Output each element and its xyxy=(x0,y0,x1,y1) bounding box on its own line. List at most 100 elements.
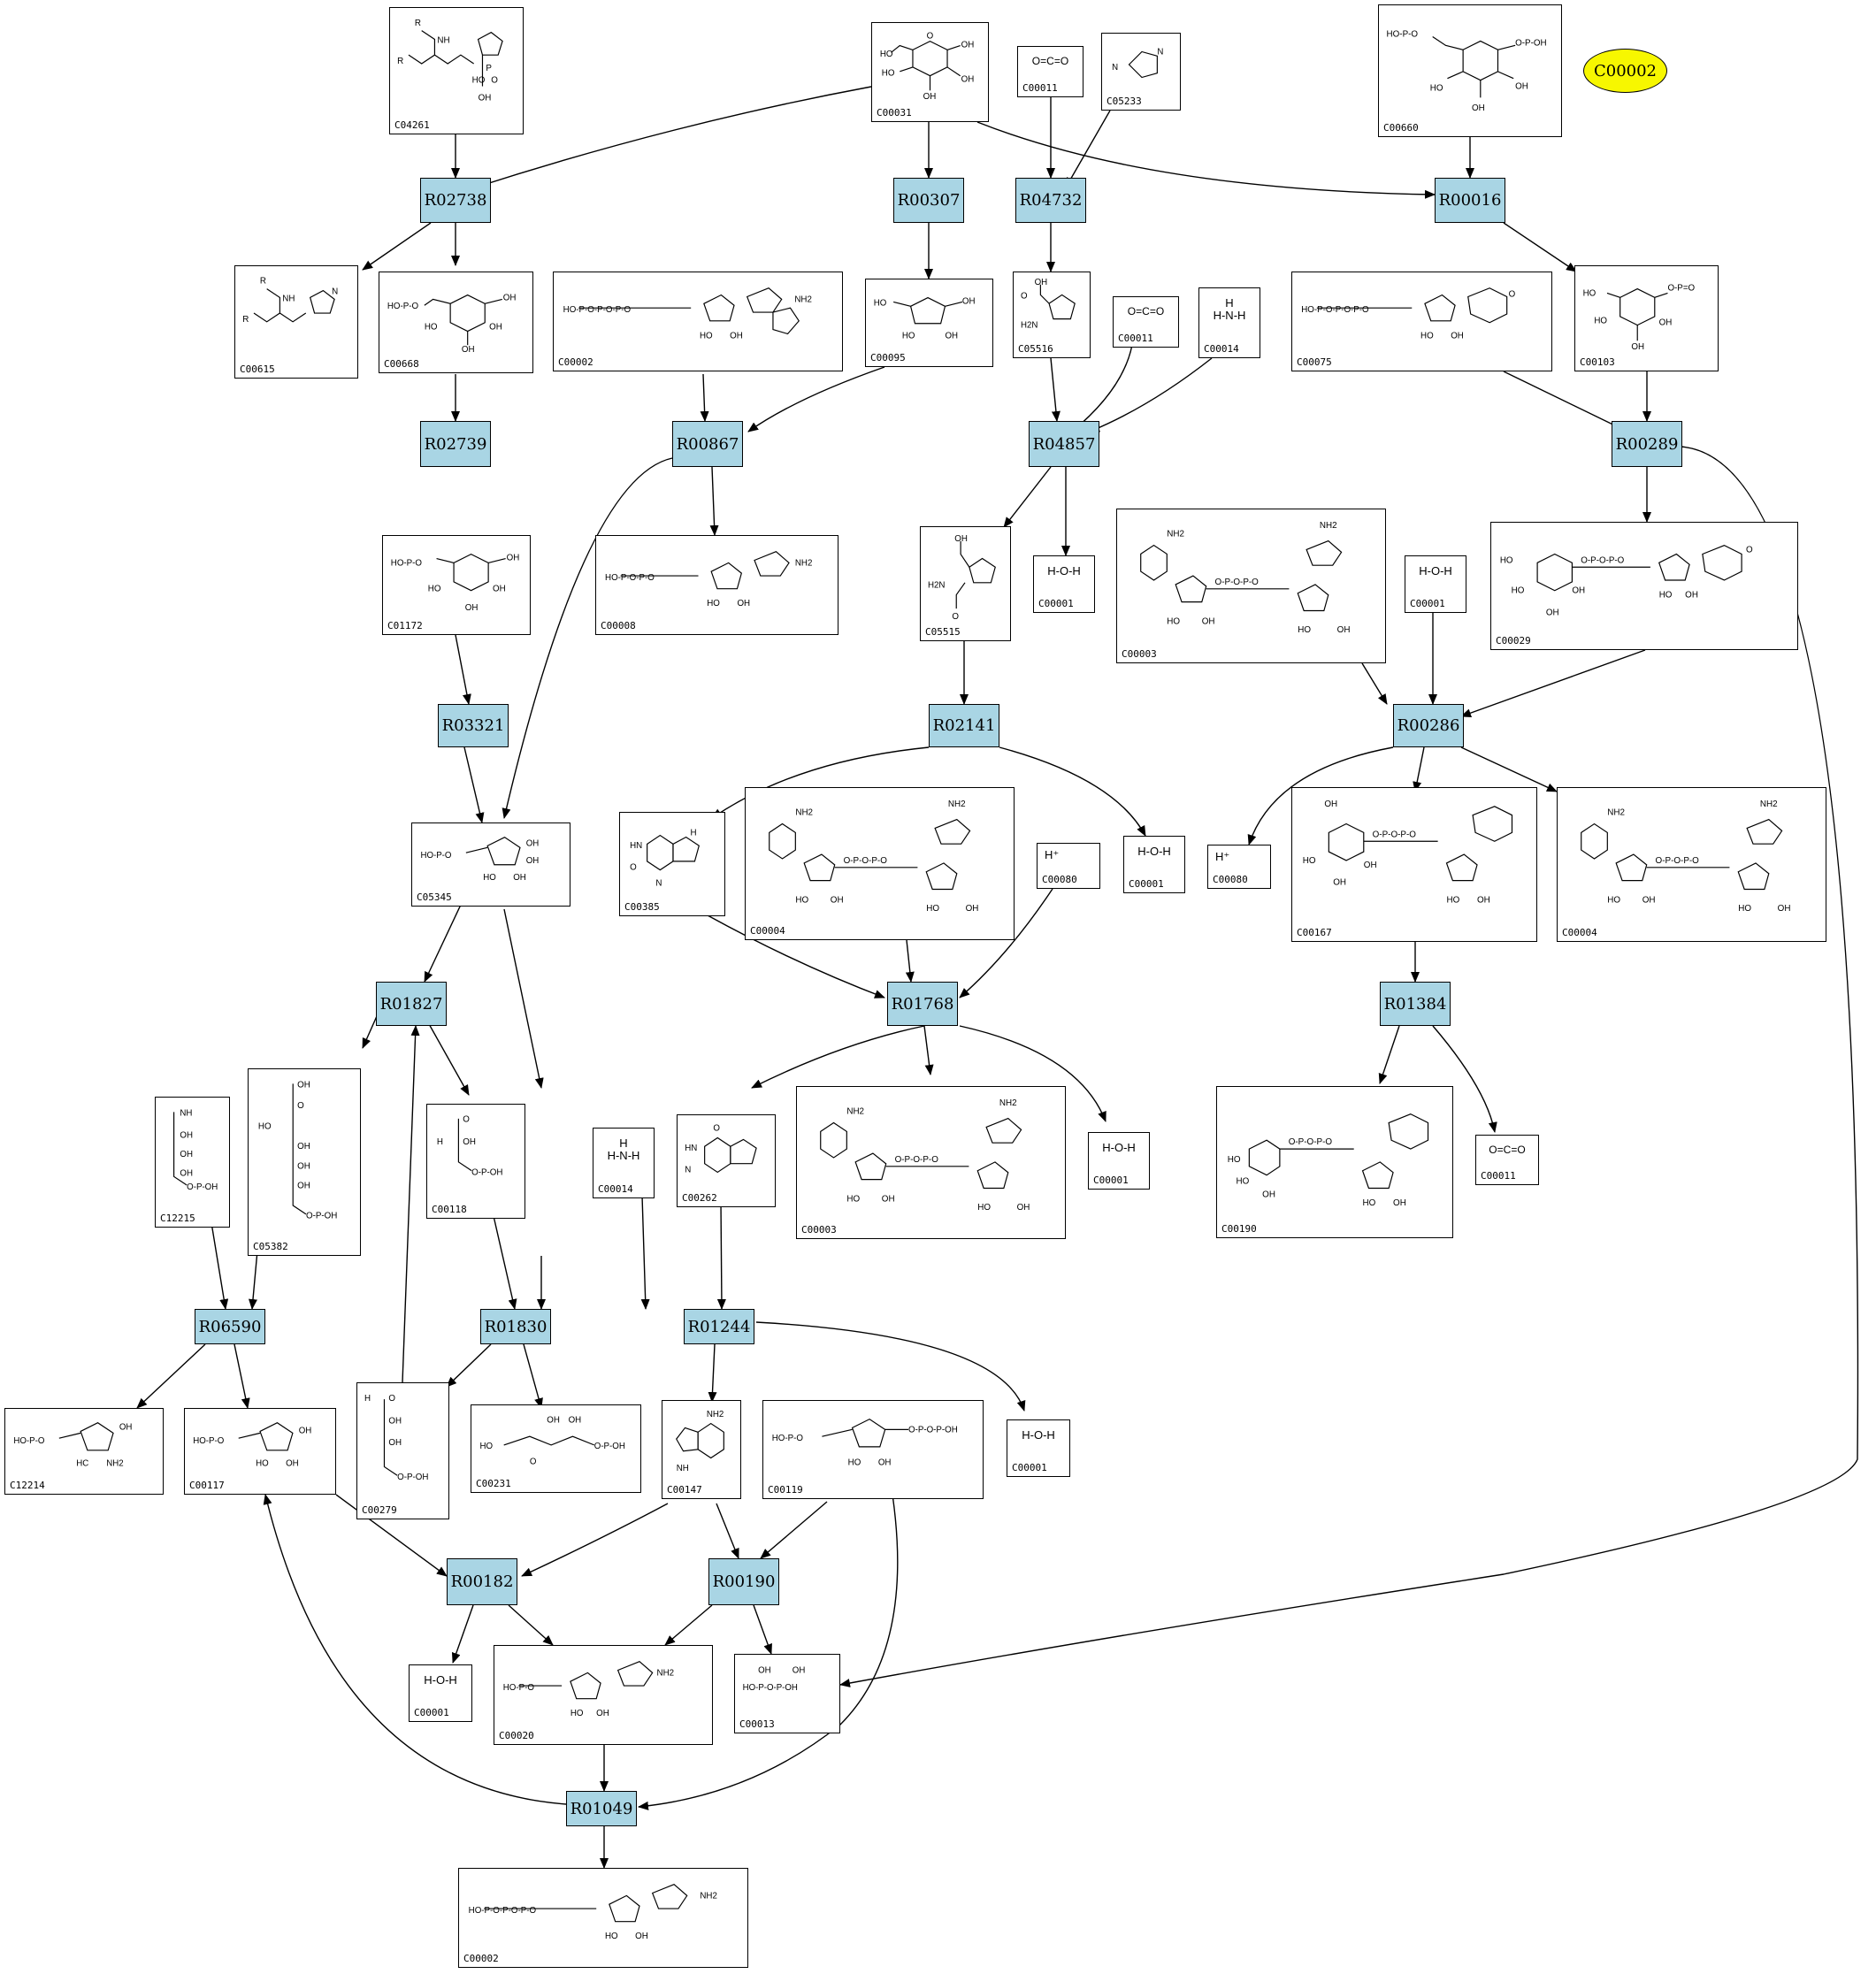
compound-node[interactable]: O=C=O C00011 xyxy=(1017,46,1083,97)
compound-node[interactable]: H⁺ C00080 xyxy=(1037,843,1100,889)
svg-text:N: N xyxy=(685,1165,691,1174)
reaction-node[interactable]: R00867 xyxy=(672,421,743,467)
compound-node[interactable]: H-O-H C00001 xyxy=(1405,555,1466,613)
highlight-node-c00002[interactable]: C00002 xyxy=(1583,49,1667,93)
svg-text:HO: HO xyxy=(483,873,496,883)
reaction-node[interactable]: R00182 xyxy=(447,1558,517,1605)
reaction-node[interactable]: R03321 xyxy=(438,704,509,747)
svg-text:OH: OH xyxy=(1451,331,1464,340)
reaction-node[interactable]: R00190 xyxy=(708,1558,779,1605)
reaction-node[interactable]: R02738 xyxy=(420,178,491,223)
reaction-node[interactable]: R00307 xyxy=(893,178,964,223)
reaction-node[interactable]: R01244 xyxy=(684,1309,754,1344)
reaction-node[interactable]: R01384 xyxy=(1380,982,1451,1026)
reaction-node[interactable]: R02739 xyxy=(420,421,491,467)
edge xyxy=(471,86,872,190)
compound-node[interactable]: H-O-H C00001 xyxy=(1033,555,1095,613)
svg-text:NH2: NH2 xyxy=(1167,530,1184,539)
compound-node[interactable]: H-O-H C00001 xyxy=(1088,1132,1150,1190)
reaction-node[interactable]: R04857 xyxy=(1029,421,1099,467)
svg-text:HO: HO xyxy=(1594,317,1607,326)
reaction-node[interactable]: R01830 xyxy=(480,1309,551,1344)
compound-node[interactable]: H-O-H C00001 xyxy=(1123,836,1185,893)
svg-text:O-P-O-P-O: O-P-O-P-O xyxy=(1373,830,1417,839)
compound-node[interactable]: O=C=O C00011 xyxy=(1475,1135,1539,1185)
reaction-node[interactable]: R04732 xyxy=(1015,178,1086,223)
edge xyxy=(923,1025,934,1075)
svg-text:O: O xyxy=(713,1124,720,1134)
compound-node[interactable]: H⁺ C00080 xyxy=(1207,845,1271,889)
svg-text:HO-P-O: HO-P-O xyxy=(193,1436,224,1446)
svg-text:HO: HO xyxy=(1659,591,1673,601)
reaction-node[interactable]: R00289 xyxy=(1612,421,1682,467)
reaction-node[interactable]: R01768 xyxy=(887,982,958,1026)
svg-text:OH: OH xyxy=(299,1426,312,1435)
reaction-node[interactable]: R01049 xyxy=(566,1791,637,1826)
reaction-node[interactable]: R00286 xyxy=(1393,704,1464,747)
svg-text:H: H xyxy=(691,829,697,838)
reaction-node[interactable]: R06590 xyxy=(195,1309,265,1344)
reaction-node[interactable]: R01827 xyxy=(376,982,447,1026)
svg-text:O: O xyxy=(927,32,934,42)
compound-node[interactable]: O=C=O C00011 xyxy=(1113,296,1179,348)
svg-text:HO-P-O-P-O-P-O: HO-P-O-P-O-P-O xyxy=(1301,305,1369,315)
svg-text:OH: OH xyxy=(596,1709,609,1718)
svg-text:HO: HO xyxy=(880,50,893,59)
svg-text:R: R xyxy=(397,57,403,66)
svg-text:OH: OH xyxy=(297,1162,310,1172)
compound-node[interactable]: H-O-H C00001 xyxy=(1007,1419,1070,1477)
svg-text:OH: OH xyxy=(1778,904,1791,914)
reaction-node[interactable]: R02141 xyxy=(929,704,999,747)
svg-text:OH: OH xyxy=(493,585,506,594)
svg-text:OH: OH xyxy=(489,323,502,333)
edge xyxy=(362,222,432,271)
edge xyxy=(905,939,915,983)
reaction-node[interactable]: R00016 xyxy=(1435,178,1505,223)
compound-node[interactable]: H-O-H C00001 xyxy=(409,1664,472,1722)
svg-text:OH: OH xyxy=(388,1438,402,1448)
svg-text:HO: HO xyxy=(256,1458,269,1468)
edge xyxy=(751,1025,925,1089)
svg-text:NH2: NH2 xyxy=(846,1107,864,1117)
